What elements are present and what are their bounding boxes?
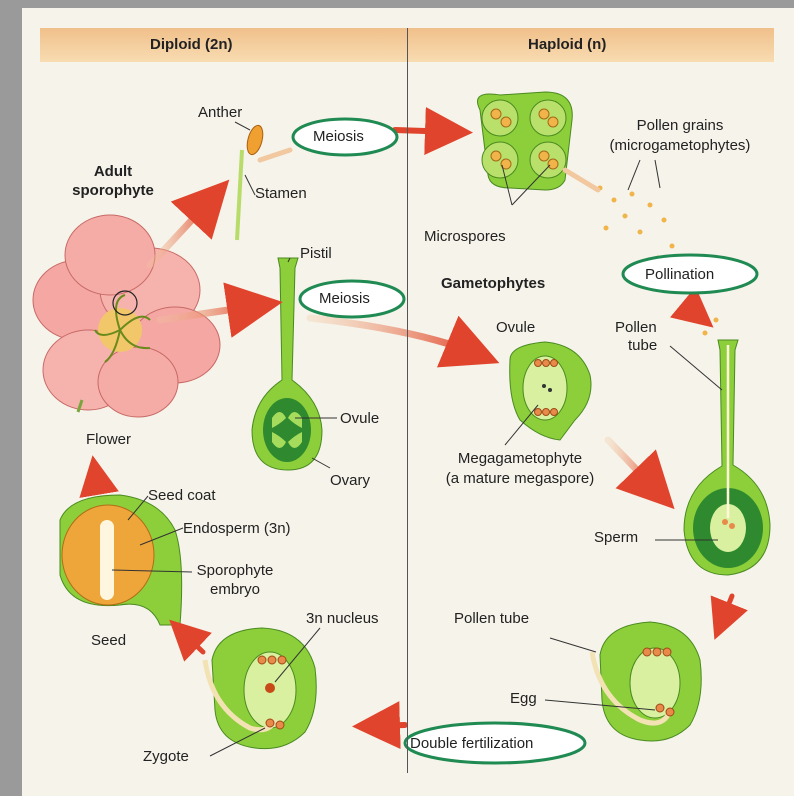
3n-nucleus-label: 3n nucleus — [306, 610, 379, 627]
egg-label: Egg — [510, 690, 537, 707]
pistil-label: Pistil — [300, 245, 332, 262]
pollen-tube-label-2: tube — [628, 337, 657, 354]
sporophyte-embryo-label-1: Sporophyte — [180, 562, 290, 579]
megagametophyte-label-1: Megagametophyte — [420, 450, 620, 467]
endosperm-label: Endosperm (3n) — [183, 520, 291, 537]
gametophytes-label: Gametophytes — [441, 275, 545, 292]
pollen-grains-label-1: Pollen grains — [580, 117, 780, 134]
pollen-tube-label-1: Pollen — [615, 319, 657, 336]
zygote-label: Zygote — [143, 748, 189, 765]
meiosis-label-top: Meiosis — [313, 128, 364, 145]
haploid-header: Haploid (n) — [528, 36, 606, 53]
pollination-label: Pollination — [645, 266, 714, 283]
seed-label: Seed — [91, 632, 126, 649]
sperm-label: Sperm — [594, 529, 638, 546]
double-fertilization-label: Double fertilization — [410, 735, 533, 752]
microspores-label: Microspores — [424, 228, 506, 245]
sporophyte-embryo-label-2: embryo — [180, 581, 290, 598]
anther-label: Anther — [198, 104, 242, 121]
egg-ovule-illustration — [592, 622, 701, 741]
stamen-illustration — [237, 124, 266, 240]
haploid-diploid-divider — [407, 28, 408, 773]
pollen-tube-bottom-label: Pollen tube — [454, 610, 529, 627]
megagametophyte-label-2: (a mature megaspore) — [410, 470, 630, 487]
stamen-label: Stamen — [255, 185, 307, 202]
anther-cross-section — [478, 92, 573, 190]
ovary-label: Ovary — [330, 472, 370, 489]
flower-label: Flower — [86, 431, 131, 448]
seed-illustration — [60, 495, 182, 625]
pollen-grains-label-2: (microgametophytes) — [575, 137, 785, 154]
seed-coat-label: Seed coat — [148, 487, 216, 504]
ovule-illustration — [510, 342, 591, 440]
adult-sporophyte-label-1: Adult — [48, 163, 178, 180]
ovule-pistil-label: Ovule — [340, 410, 379, 427]
ovule-label: Ovule — [496, 319, 535, 336]
diploid-header: Diploid (2n) — [150, 36, 233, 53]
meiosis-label-mid: Meiosis — [319, 290, 370, 307]
adult-sporophyte-label-2: sporophyte — [48, 182, 178, 199]
